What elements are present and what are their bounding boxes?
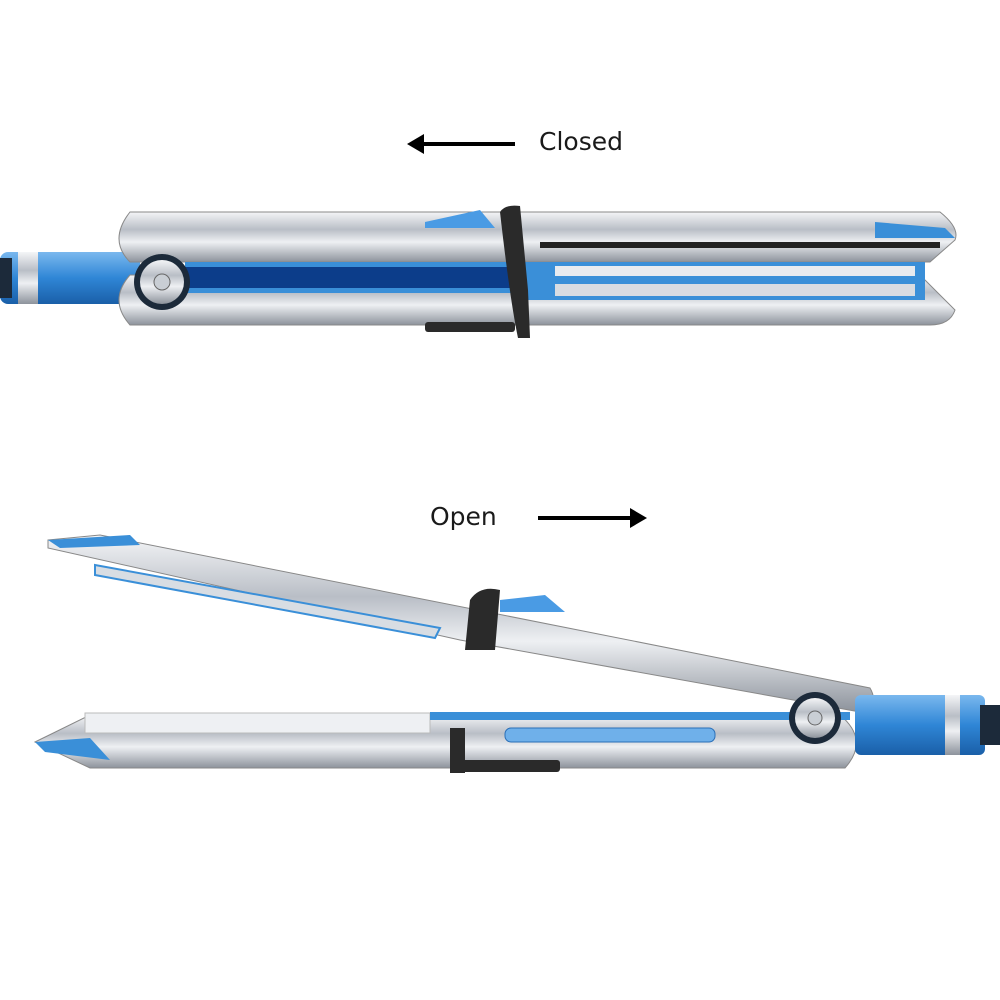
open-straightener [33, 534, 1000, 773]
upper-arm [118, 211, 957, 263]
handle [855, 695, 985, 755]
upper-arm [47, 534, 874, 713]
closed-label: Closed [539, 127, 623, 156]
arrow-left-icon [407, 134, 515, 154]
open-label: Open [430, 502, 497, 531]
closed-straightener [0, 205, 957, 338]
arrow-right-icon [538, 508, 647, 528]
